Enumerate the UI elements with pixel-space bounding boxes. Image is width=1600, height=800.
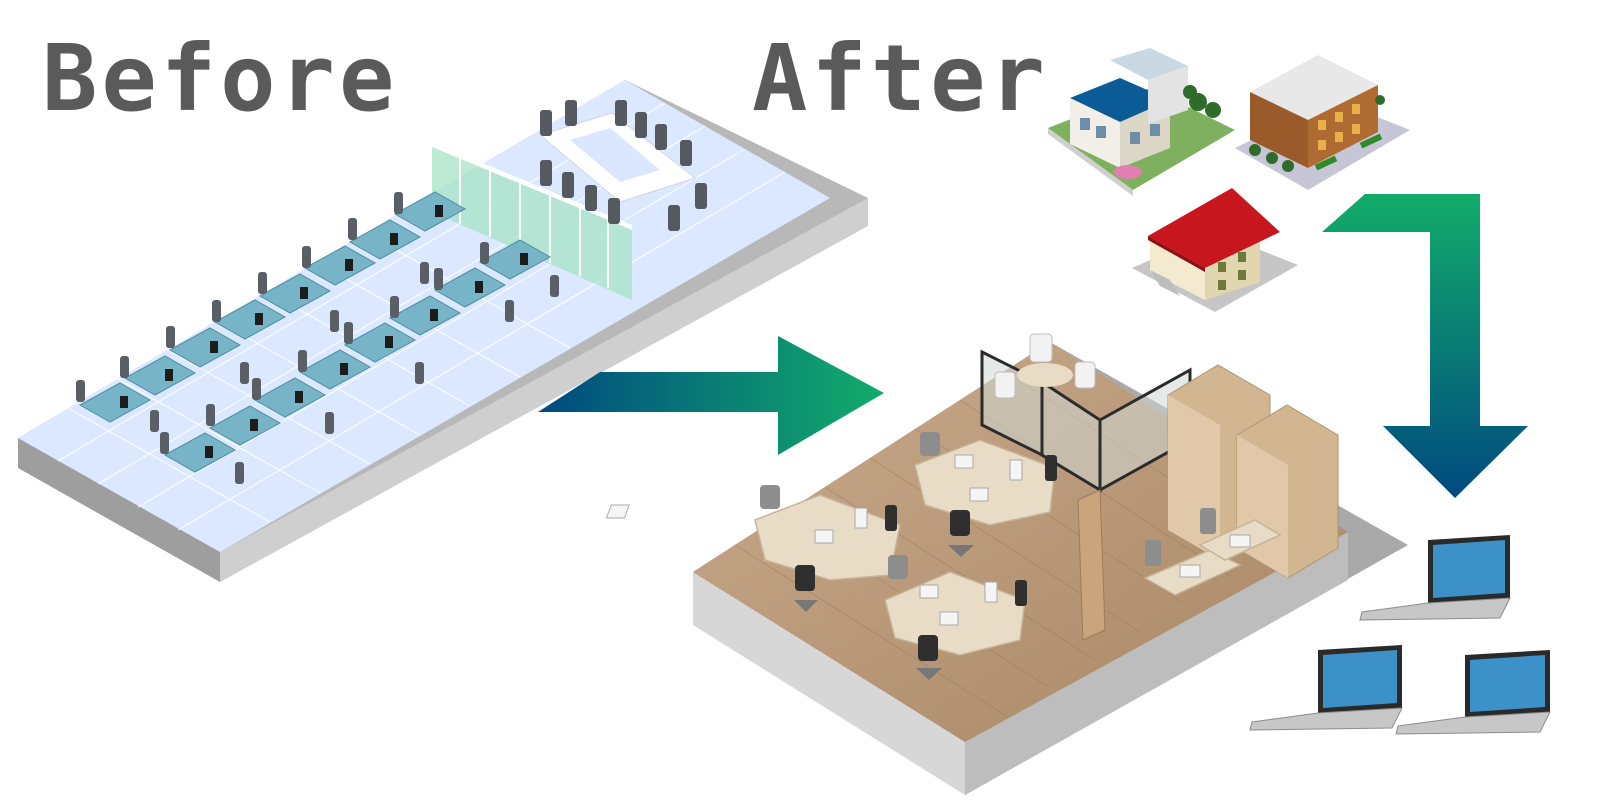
laptop-icon [1249,535,1551,735]
before-heading: Before [42,25,398,132]
arrow-right-icon [538,336,884,455]
arrow-down-icon [1322,194,1528,498]
before-office-icon [18,80,868,582]
after-office-icon [605,333,1408,795]
remote-home-icon [1048,48,1410,312]
after-heading: After [752,25,1049,132]
